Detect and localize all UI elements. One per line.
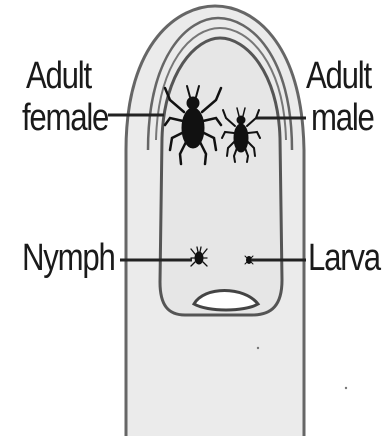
label-larva: Larva — [308, 236, 380, 280]
label-adult-female-line1: Adult — [26, 54, 91, 98]
speck — [257, 347, 259, 349]
tick-larva-icon — [245, 256, 253, 264]
label-adult-male-line1: Adult — [306, 54, 371, 98]
speck — [345, 387, 347, 389]
fingernail — [160, 38, 282, 315]
label-adult-female-line2: female — [22, 96, 108, 140]
label-adult-male-line2: male — [311, 96, 374, 140]
label-nymph: Nymph — [22, 236, 115, 280]
